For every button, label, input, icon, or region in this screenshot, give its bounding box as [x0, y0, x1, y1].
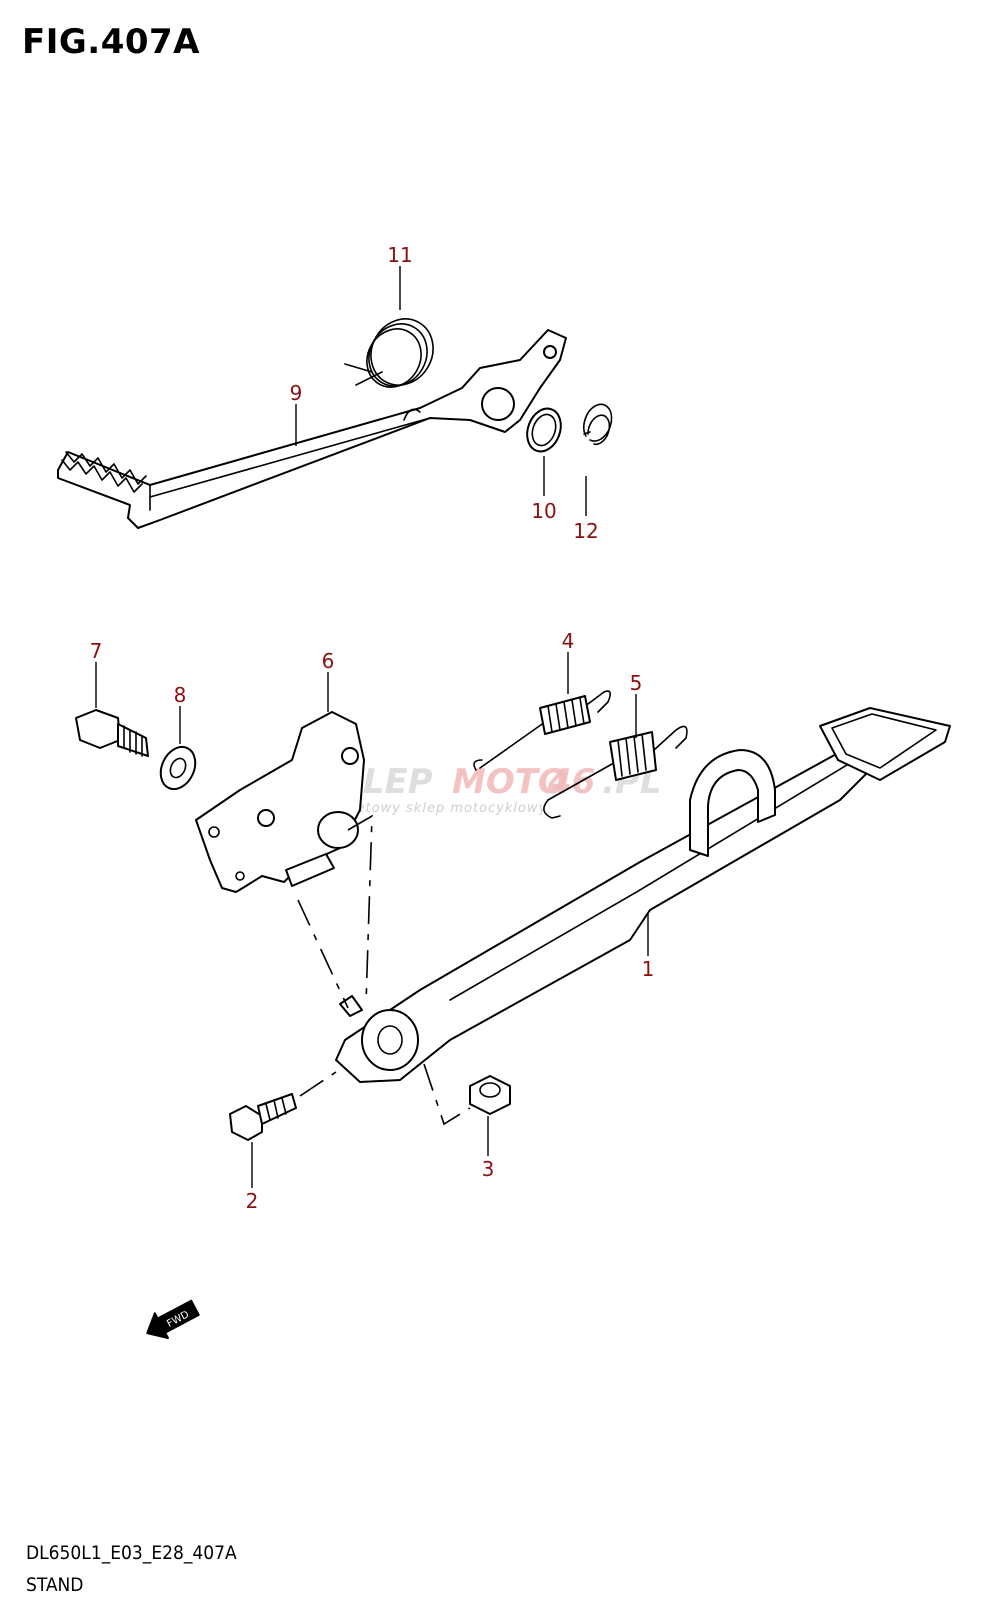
callout-9: 9 — [290, 381, 303, 405]
part-6-bracket — [195, 711, 365, 893]
assembly-line-bolt — [299, 1071, 337, 1097]
callout-7: 7 — [90, 639, 103, 663]
callout-2: 2 — [246, 1189, 259, 1213]
callout-11: 11 — [387, 243, 412, 267]
callout-6: 6 — [322, 649, 335, 673]
part-12-circlip — [583, 403, 613, 446]
callout-8: 8 — [174, 683, 187, 707]
part-9-brake-pedal — [57, 329, 567, 529]
callout-12: 12 — [573, 519, 598, 543]
callout-10: 10 — [531, 499, 556, 523]
figure-title: FIG.407A — [22, 22, 200, 62]
assembly-line-bracket-to-stand — [297, 899, 349, 1009]
part-7-bolt — [75, 709, 149, 757]
leader-lines — [95, 266, 649, 1188]
part-11-spring — [344, 318, 434, 388]
part-3-nut — [469, 1075, 511, 1115]
assembly-line-nut — [423, 1063, 471, 1126]
part-2-pivot-bolt — [229, 1093, 297, 1141]
part-1-side-stand — [335, 707, 951, 1083]
watermark: SKLEP MOTO 46 .PL internetowy sklep moto… — [312, 762, 662, 816]
part-10-washer — [526, 407, 562, 453]
watermark-brand-b: MOTO — [452, 762, 567, 802]
callout-1: 1 — [642, 957, 655, 981]
watermark-tagline: internetowy sklep motocyklowy — [312, 801, 547, 816]
part-5-spring — [543, 725, 688, 819]
part-4-spring — [473, 690, 612, 771]
callout-5: 5 — [630, 671, 643, 695]
assembly-line-bracket-right — [347, 814, 373, 1005]
fwd-arrow-icon: FWD — [146, 1299, 200, 1339]
figure-caption: STAND — [26, 1574, 84, 1596]
part-8-washer — [159, 745, 197, 791]
callout-4: 4 — [562, 629, 575, 653]
model-code: DL650L1_E03_E28_407A — [26, 1542, 237, 1564]
callout-3: 3 — [482, 1157, 495, 1181]
